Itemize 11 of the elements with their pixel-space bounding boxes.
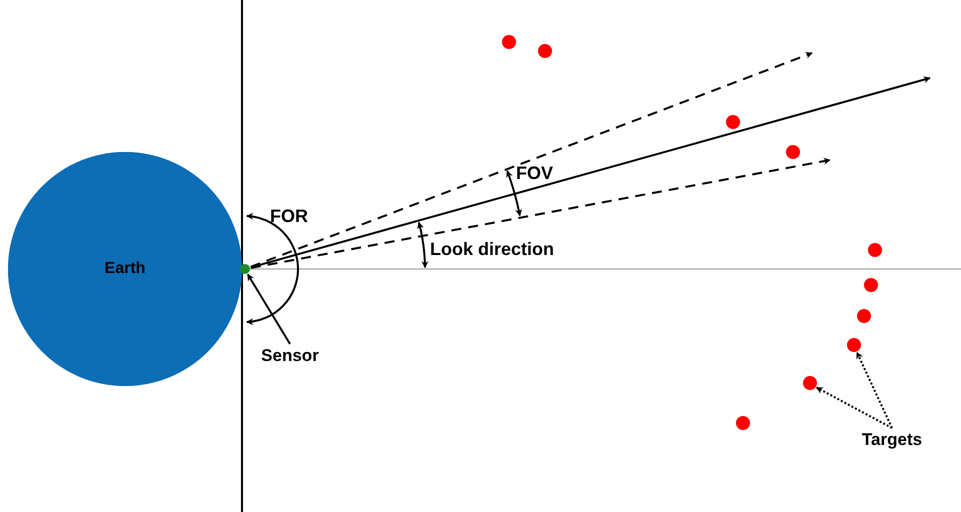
angle-label: FOV (516, 162, 554, 185)
direction-ray (250, 52, 813, 268)
leader-arrow (246, 274, 291, 345)
text-label: Sensor (261, 345, 319, 368)
angle-label: FOR (270, 205, 308, 228)
earth-label: Earth (104, 259, 146, 279)
direction-ray (250, 158, 831, 269)
leader-arrow (856, 352, 893, 428)
angle-label: Look direction (430, 238, 554, 261)
leader-arrow (816, 386, 892, 429)
text-label: Targets (862, 429, 922, 452)
